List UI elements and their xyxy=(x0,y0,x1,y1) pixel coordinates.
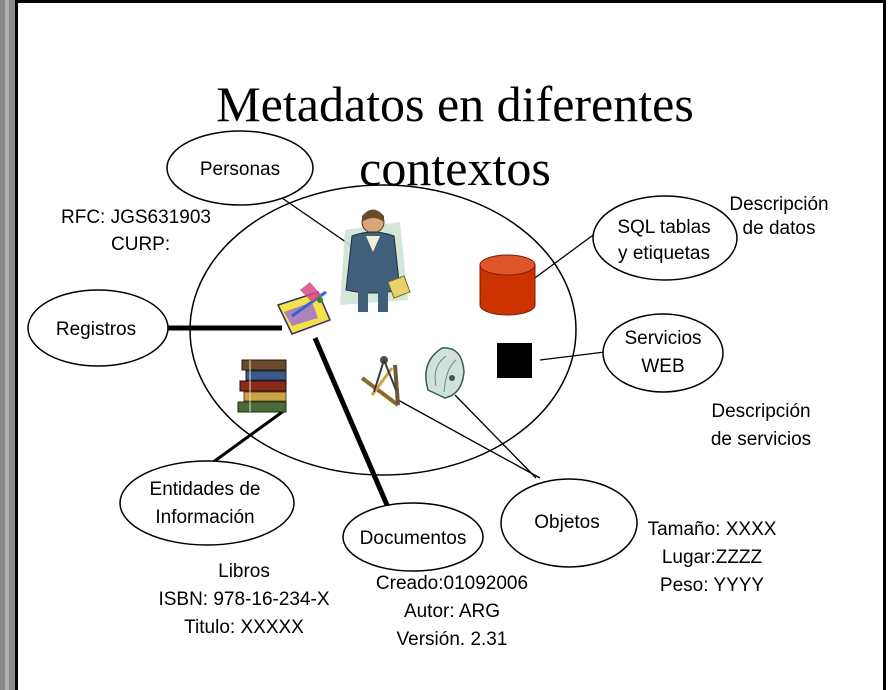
curp-text: CURP: xyxy=(111,234,171,255)
rfc-text: RFC: JGS631903 xyxy=(61,207,211,228)
window-right-border xyxy=(883,0,890,690)
node-servicios-ellipse xyxy=(602,313,724,393)
descripcion-servicios-line-2: de servicios xyxy=(710,429,812,450)
books-stack-icon xyxy=(237,359,287,413)
node-sql-label-1: SQL tablas xyxy=(617,217,710,238)
isbn-label: ISBN: 978-16-234-X xyxy=(158,589,330,610)
peso-label: Peso: YYYY xyxy=(659,575,765,596)
objeto-info-text: Tamaño: XXXX Lugar:ZZZZ Peso: YYYY xyxy=(638,518,786,598)
version-label: Versión. 2.31 xyxy=(396,629,508,650)
node-servicios-label-1: Servicios xyxy=(624,328,701,349)
quill-pen-icon xyxy=(276,282,332,335)
node-sql-label-2: y etiquetas xyxy=(618,243,710,264)
creado-label: Creado:01092006 xyxy=(375,573,529,594)
connector-entidades xyxy=(204,408,286,470)
node-entidades-label-1: Entidades de xyxy=(150,479,261,500)
connector-documentos xyxy=(312,337,393,513)
libros-info-text: Libros ISBN: 978-16-234-X Titulo: XXXXX xyxy=(142,560,346,640)
slide-title-line-2: contextos xyxy=(359,140,551,196)
person-clipart-icon xyxy=(340,209,411,312)
compass-square-icon xyxy=(360,356,400,407)
connector-sql xyxy=(527,229,601,284)
node-servicios-label-2: WEB xyxy=(641,356,684,377)
documento-info-text: Creado:01092006 Autor: ARG Versión. 2.31 xyxy=(372,572,532,652)
node-objetos-ellipse xyxy=(500,478,638,568)
titulo-label: Titulo: XXXXX xyxy=(184,617,304,638)
lugar-label: Lugar:ZZZZ xyxy=(661,547,763,568)
window-top-border xyxy=(18,0,890,14)
slide-title-line-1: Metadatos en diferentes xyxy=(216,76,694,132)
node-registros-label: Registros xyxy=(56,319,136,340)
descripcion-datos-text: Descripción de datos xyxy=(722,193,836,241)
database-cylinder-icon xyxy=(479,254,536,316)
node-sql-ellipse xyxy=(592,195,738,281)
slide-title: Metadatos en diferentes contextos xyxy=(150,72,760,200)
connector-objetos-compass xyxy=(397,399,541,479)
tamano-label: Tamaño: XXXX xyxy=(647,519,777,540)
node-entidades-label-2: Información xyxy=(155,507,254,528)
window-left-border xyxy=(0,0,18,690)
node-objetos-label: Objetos xyxy=(534,512,599,533)
node-documentos-ellipse xyxy=(342,502,484,572)
autor-label: Autor: ARG xyxy=(403,601,501,622)
node-registros-ellipse xyxy=(27,289,169,367)
node-documentos-label: Documentos xyxy=(360,528,467,549)
shell-object-icon xyxy=(425,347,465,399)
connector-servicios xyxy=(539,351,606,361)
node-personas-ellipse xyxy=(166,130,314,206)
black-square-icon xyxy=(497,343,532,378)
connector-objetos-shell xyxy=(454,394,537,479)
descripcion-servicios-line-1: Descripción xyxy=(711,401,811,422)
descripcion-datos-line-2: de datos xyxy=(742,218,816,239)
node-personas-label: Personas xyxy=(200,159,280,180)
descripcion-datos-line-1: Descripción xyxy=(729,194,829,215)
libros-label: Libros xyxy=(218,561,270,582)
descripcion-servicios-text: Descripción de servicios xyxy=(700,400,822,452)
node-entidades-ellipse xyxy=(119,460,295,546)
